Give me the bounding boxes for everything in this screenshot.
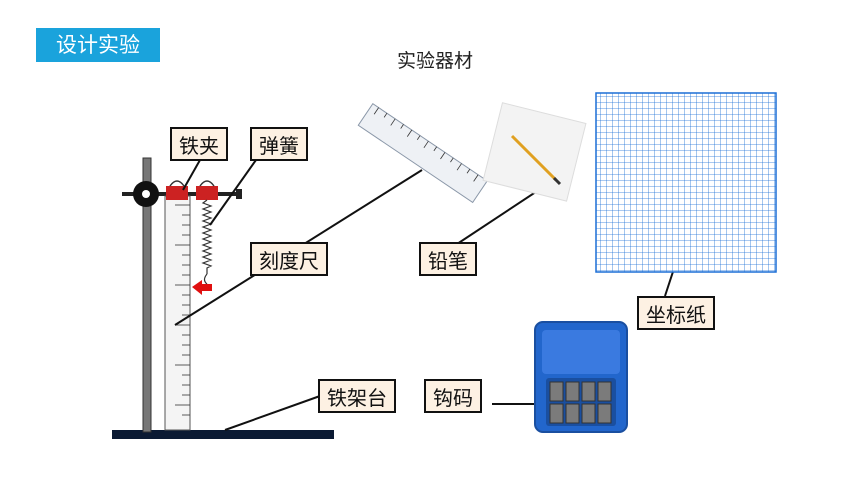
spring xyxy=(201,199,213,285)
label-stand: 铁架台 xyxy=(318,379,396,413)
binder-clips xyxy=(166,180,218,200)
pencil-paper xyxy=(482,102,587,202)
label-clip: 铁夹 xyxy=(170,127,228,161)
label-ruler: 刻度尺 xyxy=(250,242,328,276)
label-spring: 弹簧 xyxy=(250,127,308,161)
section-badge: 设计实验 xyxy=(36,28,160,62)
pointer-arrow xyxy=(192,280,212,295)
vertical-ruler xyxy=(164,195,191,431)
label-weights: 钩码 xyxy=(424,379,482,413)
page-title: 实验器材 xyxy=(396,50,473,72)
iron-stand xyxy=(112,157,334,439)
weights-box xyxy=(534,321,628,433)
pencil xyxy=(510,134,558,182)
grid-paper xyxy=(595,92,777,273)
label-grid-paper: 坐标纸 xyxy=(637,296,715,330)
label-pencil: 铅笔 xyxy=(419,242,477,276)
straight-ruler xyxy=(357,103,488,204)
